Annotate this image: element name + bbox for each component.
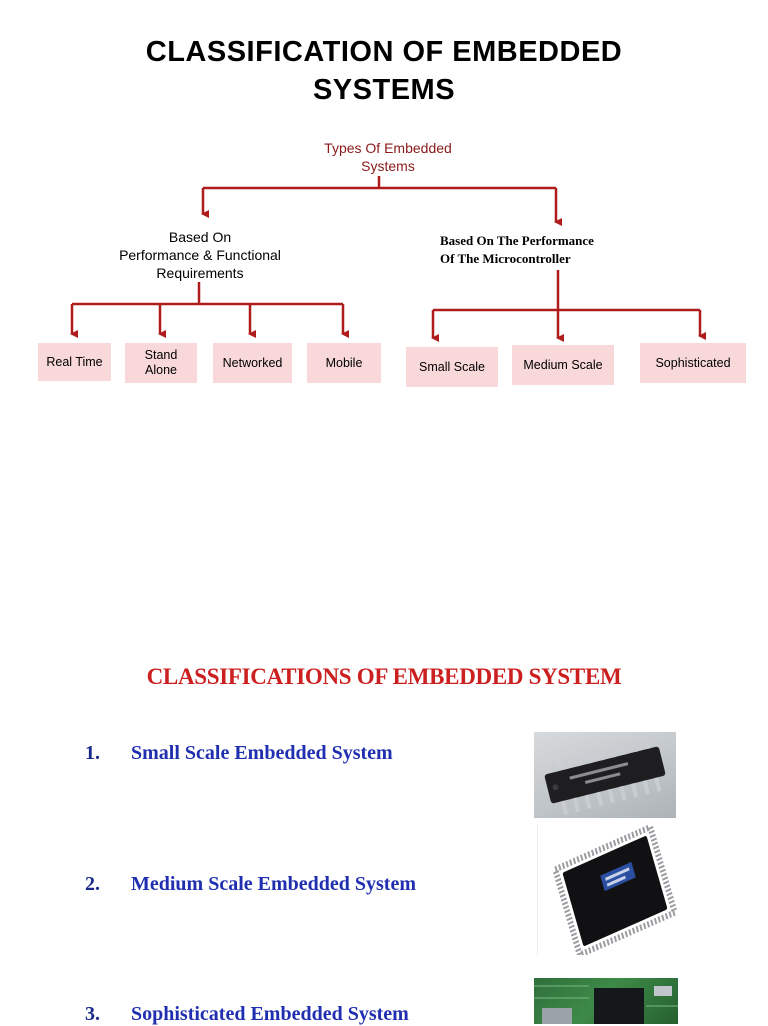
dip-ic-chip-photo xyxy=(534,732,676,818)
branch-left-line-3: Requirements xyxy=(156,265,244,281)
leaf-stand-alone: Stand Alone xyxy=(125,343,197,383)
list-item-1-number: 1. xyxy=(85,742,100,764)
page-title: CLASSIFICATION OF EMBEDDED SYSTEMS xyxy=(0,33,768,109)
branch-right-line-2: Of The Microcontroller xyxy=(440,251,571,266)
leaf-small-scale: Small Scale xyxy=(406,347,498,387)
tree-branch-performance-functional: Based On Performance & Functional Requir… xyxy=(88,228,312,282)
list-item-3-number: 3. xyxy=(85,1003,100,1025)
circuit-board-icon xyxy=(534,985,678,1024)
leaf-networked-label: Networked xyxy=(222,355,283,370)
leaf-mobile: Mobile xyxy=(307,343,381,383)
leaf-small-scale-label: Small Scale xyxy=(419,359,485,374)
section-title-classifications: CLASSIFICATIONS OF EMBEDDED SYSTEM xyxy=(146,664,622,689)
leaf-networked: Networked xyxy=(213,343,292,383)
branch-right-line-1: Based On The Performance xyxy=(440,233,594,248)
leaf-real-time: Real Time xyxy=(38,343,111,381)
tree-root-label: Types Of Embedded Systems xyxy=(288,139,488,175)
tree-branch-microcontroller: Based On The Performance Of The Microcon… xyxy=(440,232,670,268)
branch-left-line-1: Based On xyxy=(168,229,232,245)
tree-root-line-1: Types Of Embedded xyxy=(324,140,452,156)
circuit-board-photo xyxy=(534,978,678,1024)
list-item-2-number: 2. xyxy=(85,873,100,895)
leaf-sophisticated: Sophisticated xyxy=(640,343,746,383)
qfp-chip-photo xyxy=(537,825,689,955)
tree-root-line-2: Systems xyxy=(361,158,415,174)
leaf-real-time-label: Real Time xyxy=(46,354,103,369)
leaf-mobile-label: Mobile xyxy=(325,355,363,370)
leaf-medium-scale: Medium Scale xyxy=(512,345,614,385)
leaf-medium-scale-label: Medium Scale xyxy=(523,357,603,372)
dip-ic-chip-icon xyxy=(544,738,666,815)
page-title-line-2: SYSTEMS xyxy=(312,74,456,106)
classification-tree-connectors xyxy=(70,176,706,342)
page-title-line-1: CLASSIFICATION OF EMBEDDED xyxy=(145,36,623,68)
list-item-3-text: Sophisticated Embedded System xyxy=(131,1003,409,1025)
leaf-stand-alone-line-2: Alone xyxy=(145,363,177,377)
list-item-2-text: Medium Scale Embedded System xyxy=(131,873,416,895)
leaf-sophisticated-label: Sophisticated xyxy=(655,355,731,370)
leaf-stand-alone-line-1: Stand xyxy=(144,348,178,362)
qfp-chip-icon xyxy=(537,825,679,955)
list-item-1-text: Small Scale Embedded System xyxy=(131,742,393,764)
branch-left-line-2: Performance & Functional xyxy=(119,247,281,263)
